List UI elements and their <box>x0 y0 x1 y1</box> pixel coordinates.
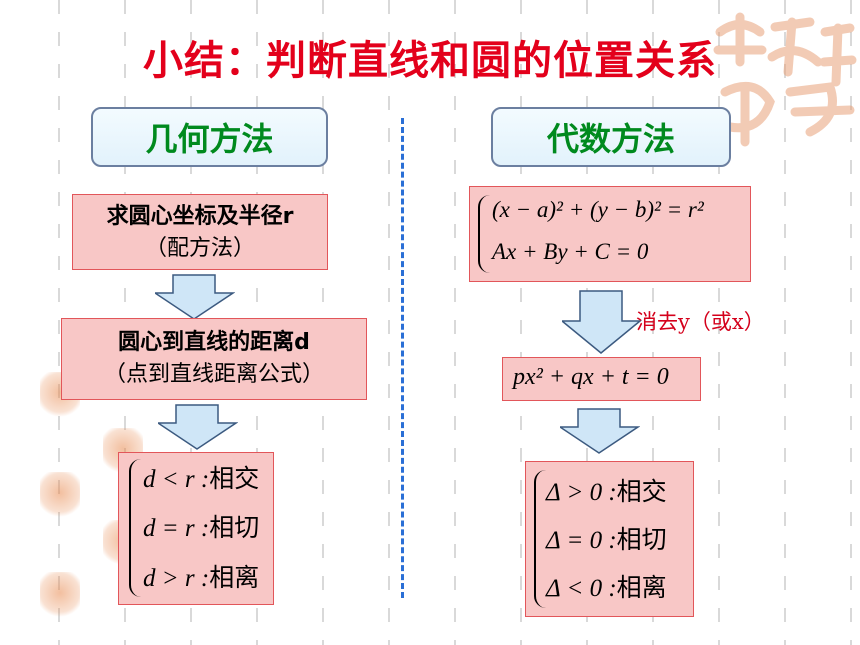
case-condition: d = r : <box>143 515 210 542</box>
step-find-center-radius-line2: （配方法） <box>144 236 255 261</box>
algebraic-method-heading: 代数方法 <box>491 107 731 167</box>
down-arrow-icon <box>158 404 238 450</box>
case-condition: d < r : <box>143 466 210 493</box>
algebraic-case-separate: Δ < 0 :相离 <box>546 568 667 604</box>
case-result: 相切 <box>209 513 260 542</box>
geometric-case-separate: d > r :相离 <box>143 558 259 594</box>
equation-system-box: (x − a)² + (y − b)² = r² Ax + By + C = 0 <box>469 186 751 282</box>
case-condition: Δ < 0 : <box>546 575 617 602</box>
case-condition: Δ > 0 : <box>546 479 617 506</box>
geometric-case-tangent: d = r :相切 <box>143 508 259 544</box>
case-condition: Δ = 0 : <box>546 527 617 554</box>
step-center-line-distance-line2: （点到直线距离公式） <box>103 362 324 387</box>
decorative-seal-icon <box>713 12 857 147</box>
down-arrow-icon <box>155 274 235 320</box>
step-find-center-radius: 求圆心坐标及半径r （配方法） <box>72 194 328 270</box>
left-brace-icon <box>478 195 490 273</box>
down-arrow-icon <box>562 290 642 354</box>
line-equation: Ax + By + C = 0 <box>492 239 649 264</box>
algebraic-case-tangent: Δ = 0 :相切 <box>546 520 667 556</box>
geometric-case-intersect: d < r :相交 <box>143 459 259 495</box>
algebraic-cases-box: Δ > 0 :相交 Δ = 0 :相切 Δ < 0 :相离 <box>525 461 694 617</box>
case-result: 相离 <box>209 563 260 592</box>
geometric-cases-box: d < r :相交 d = r :相切 d > r :相离 <box>118 452 274 605</box>
quadratic-equation-box: px² + qx + t = 0 <box>502 357 701 401</box>
quadratic-equation: px² + qx + t = 0 <box>513 364 669 390</box>
left-brace-icon <box>129 459 141 597</box>
decorative-stamp-icon <box>40 472 80 518</box>
circle-equation: (x − a)² + (y − b)² = r² <box>492 197 704 222</box>
case-result: 相切 <box>616 525 667 554</box>
left-brace-icon <box>534 470 546 608</box>
case-result: 相交 <box>616 477 667 506</box>
algebraic-case-intersect: Δ > 0 :相交 <box>546 472 667 508</box>
eliminate-variable-note: 消去y（或x） <box>636 310 765 334</box>
step-center-line-distance-line1: 圆心到直线的距离d <box>118 330 310 355</box>
case-result: 相离 <box>616 573 667 602</box>
page-title: 小结：判断直线和圆的位置关系 <box>143 38 717 84</box>
geometric-method-heading: 几何方法 <box>91 107 328 167</box>
case-condition: d > r : <box>143 565 210 592</box>
decorative-stamp-icon <box>40 572 80 618</box>
column-divider <box>401 118 404 598</box>
step-find-center-radius-line1: 求圆心坐标及半径r <box>106 204 294 229</box>
case-result: 相交 <box>209 464 260 493</box>
down-arrow-icon <box>560 408 640 454</box>
step-center-line-distance: 圆心到直线的距离d （点到直线距离公式） <box>61 318 367 400</box>
